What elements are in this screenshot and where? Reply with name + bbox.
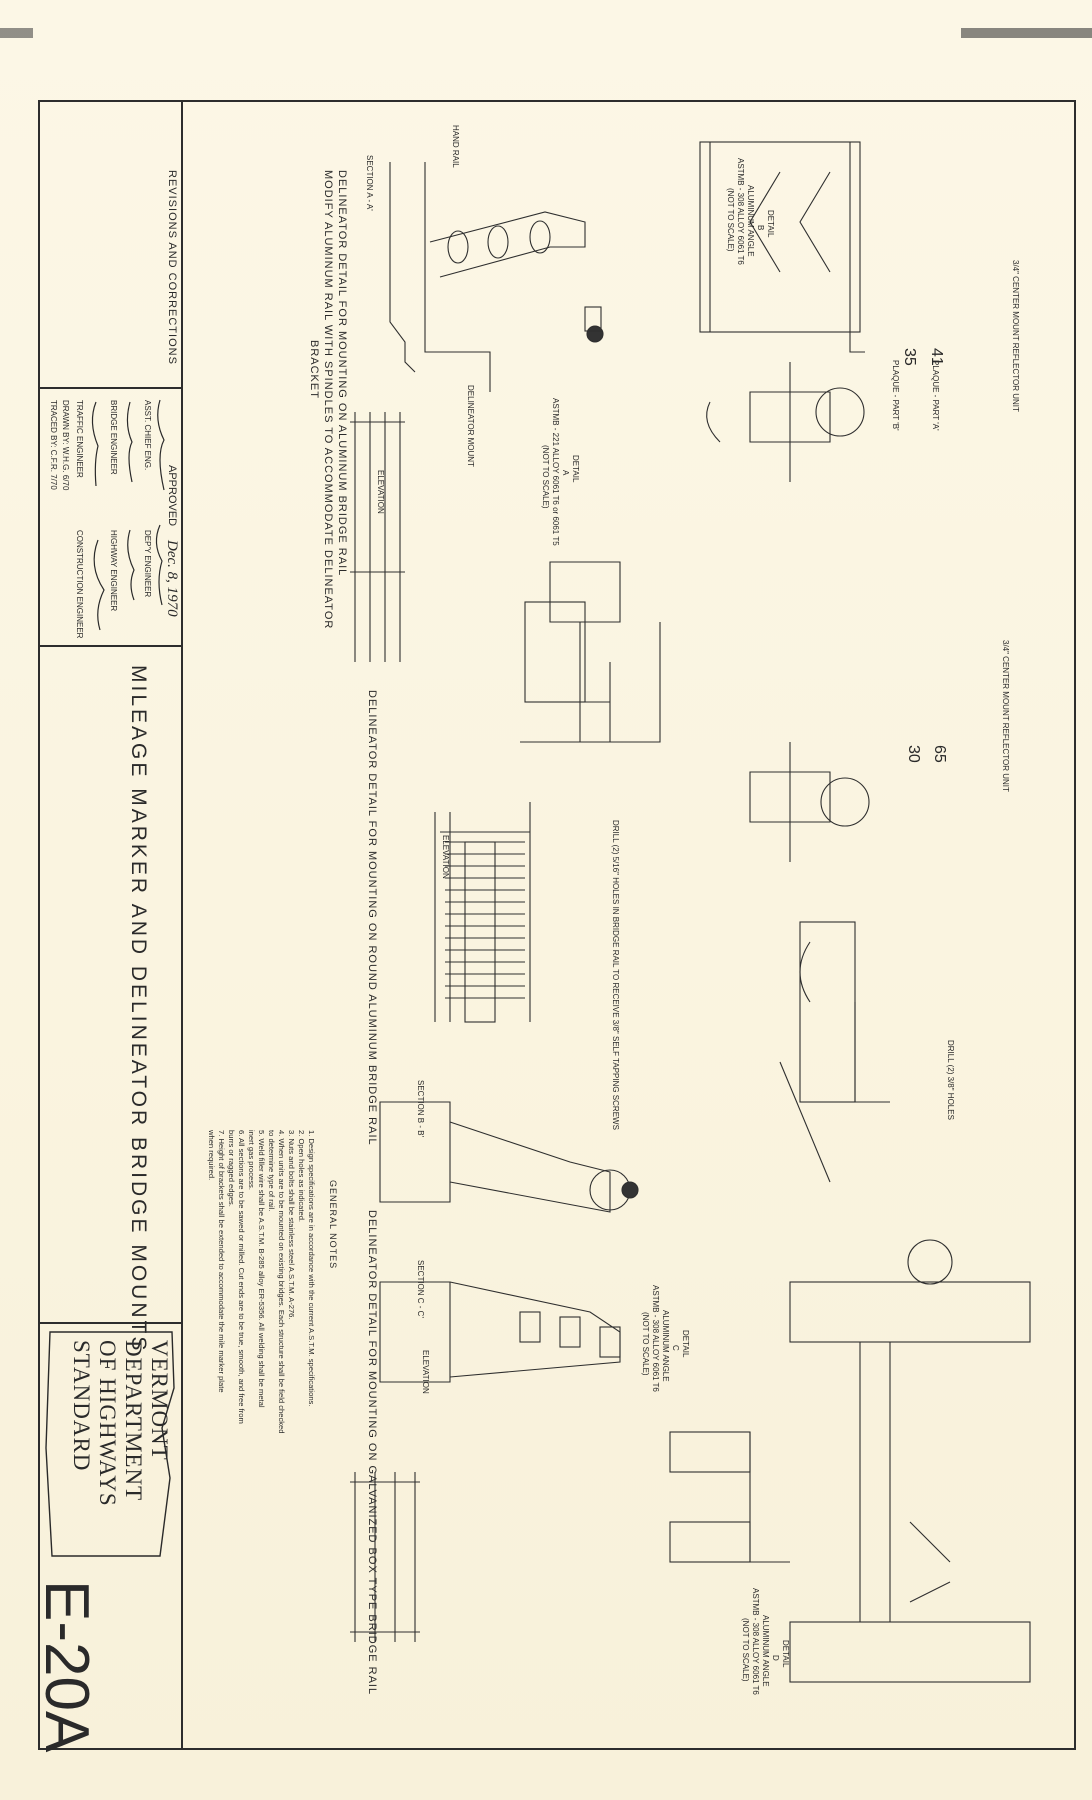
title-block-divider xyxy=(38,387,183,389)
agency-line-1: VERMONT xyxy=(147,1340,172,1461)
vermont-outline xyxy=(45,1331,175,1557)
title-block-divider xyxy=(38,645,183,647)
title-block-divider xyxy=(38,1322,183,1324)
signatures xyxy=(91,399,165,631)
revisions-label: REVISIONS AND CORRECTIONS xyxy=(166,170,178,365)
agency-line-2: DEPARTMENT xyxy=(121,1340,146,1502)
sheet-top-edge xyxy=(0,28,1092,38)
drawing-linework xyxy=(350,141,1031,1683)
sheet-border xyxy=(38,100,1076,1750)
sheet-number: E-20A xyxy=(32,1580,101,1753)
sheet-title: MILEAGE MARKER AND DELINEATOR BRIDGE MOU… xyxy=(127,665,150,1354)
title-block xyxy=(38,100,183,1750)
agency-line-4: STANDARD xyxy=(69,1340,94,1472)
agency-line-3: OF HIGHWAYS xyxy=(95,1340,120,1507)
